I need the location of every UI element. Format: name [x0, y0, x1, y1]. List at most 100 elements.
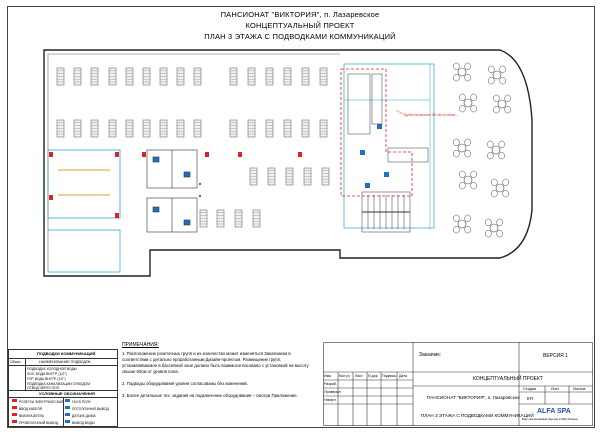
round-table	[487, 140, 505, 160]
lounger	[229, 67, 238, 86]
utility-zone	[343, 63, 435, 229]
title-block-grid	[323, 342, 593, 426]
lounger	[303, 167, 312, 186]
row-label: Проверил	[324, 390, 341, 394]
sheet-frame	[7, 6, 595, 428]
title-block: Заказчик: ВЕРСИЯ 1 КОНЦЕПТУАЛЬНЫЙ ПРОЕКТ…	[323, 342, 593, 426]
drawing-title-line3: ПЛАН 3 ЭТАЖА С ПОДВОДКАМИ КОММУНИКАЦИЙ	[204, 32, 396, 41]
round-table	[491, 178, 509, 198]
round-table	[485, 218, 503, 238]
col-header: Дата	[399, 374, 407, 378]
col-header: Подпись	[382, 374, 397, 378]
round-table	[453, 214, 471, 234]
legend-row: ПОДВОДКА КАНАЛИЗАЦИИ ОТВОДОМ	[27, 382, 90, 386]
client-label: Заказчик:	[419, 352, 441, 358]
floor-plan: Трубы на высоте 60 см от пола…	[43, 49, 533, 277]
legend-row: ПОДВОДКА ХОЛОДНОЙ ВОДЫ	[27, 367, 77, 371]
legend-conv-item: ВЫКЛЮЧАТЕЛЬ	[19, 414, 45, 418]
version-label: ВЕРСИЯ 1	[543, 353, 568, 359]
lounger	[283, 67, 292, 86]
lounger	[301, 67, 310, 86]
legend-conv-item: ГАЗ В ПОЛУ	[72, 400, 91, 404]
lounger	[249, 167, 258, 186]
legend-col-name: НАИМЕНОВАНИЕ ПОДВОДОК	[39, 360, 91, 364]
callout-note: Трубы на высоте 60 см от пола…	[403, 113, 459, 117]
round-table	[453, 62, 471, 82]
note-item: 3. Более детальные тех. задания на подкл…	[122, 393, 298, 398]
row-label: Разраб.	[324, 382, 337, 386]
legend-symbols-right	[65, 399, 70, 423]
legend-row: ОТВОД ЧЕРЕЗ ПОЛ	[27, 386, 59, 390]
lounger	[265, 119, 274, 138]
wet-zone-boundary	[340, 68, 413, 197]
lounger	[265, 67, 274, 86]
stage-header: Листов	[573, 387, 586, 391]
lounger	[159, 119, 168, 138]
lounger	[229, 119, 238, 138]
col-header: Лист	[355, 374, 363, 378]
legend-row: ХОЛ. ВОДА ВНУТР. (1/2")	[27, 372, 67, 376]
round-table	[459, 170, 477, 190]
lounger	[193, 67, 202, 86]
lounger	[90, 67, 99, 86]
lounger	[321, 167, 330, 186]
legend-conv-item: ПРОВОЛОЧНЫЙ ВЫВОД	[19, 421, 59, 425]
legend-row: ГОР. ВОДА ВНУТР. (1/2")	[27, 377, 66, 381]
lounger	[247, 67, 256, 86]
legend-conv-item: ДАТЧИК ДЫМА	[72, 414, 96, 418]
note-item: 1. Расположение розеточных групп и их ко…	[122, 351, 309, 374]
round-table	[493, 94, 511, 114]
notes-block: ПРИМЕЧАНИЯ: 1. Расположение розеточных г…	[122, 342, 310, 405]
staircase	[361, 191, 411, 233]
legend-conv-item: ПОТОЛОЧНЫЙ ВЫВОД	[72, 407, 109, 411]
stage-header: Стадия	[523, 387, 536, 391]
lounger	[159, 67, 168, 86]
lounger	[142, 119, 151, 138]
lounger	[247, 119, 256, 138]
lounger	[267, 167, 276, 186]
lounger	[252, 209, 261, 228]
toilet-blocks	[146, 149, 198, 233]
round-table	[459, 93, 477, 113]
row-label: Начерт.	[324, 398, 337, 402]
drawing-title-line2: КОНЦЕПТУАЛЬНЫЙ ПРОЕКТ	[245, 21, 355, 30]
lounger	[234, 209, 243, 228]
lounger	[216, 209, 225, 228]
lounger	[176, 67, 185, 86]
building-outline	[43, 49, 533, 277]
lounger	[199, 209, 208, 228]
legend-conv-title: УСЛОВНЫЕ ОБОЗНАЧЕНИЯ	[39, 391, 95, 396]
note-item: 2. Подводы оборудования уровня согласова…	[122, 381, 248, 386]
round-table	[453, 138, 471, 158]
logo-subtitle: Ваш эксклюзивный партнёр в SPA-бизнесе	[522, 417, 579, 421]
pool-zone-left	[47, 149, 121, 219]
drawing-title-line1: ПАНСИОНАТ "ВИКТОРИЯ", п. Лазаревское	[220, 10, 380, 19]
legend-symbols	[12, 399, 17, 423]
lounger	[176, 119, 185, 138]
lounger	[56, 67, 65, 86]
lounger	[73, 67, 82, 86]
lounger	[56, 119, 65, 138]
legend-conv-item: ВВОД КАБЕЛЯ	[19, 407, 42, 411]
sheet-title: ПЛАН 3 ЭТАЖА С ПОДВОДКАМИ КОММУНИКАЦИЙ	[421, 413, 534, 418]
project-name: ПАНСИОНАТ "ВИКТОРИЯ", п. Лазаревское	[427, 395, 520, 400]
lounger	[108, 67, 117, 86]
round-tables	[453, 62, 511, 238]
lounger	[283, 119, 292, 138]
lounger	[90, 119, 99, 138]
lounger	[285, 167, 294, 186]
lounger	[125, 67, 134, 86]
lounger	[193, 119, 202, 138]
lounger	[142, 67, 151, 86]
alfa-spa-logo: ALFA SPA	[537, 408, 571, 415]
notes-title: ПРИМЕЧАНИЯ:	[122, 342, 159, 348]
loungers	[56, 67, 330, 228]
lounger	[108, 119, 117, 138]
project-type: КОНЦЕПТУАЛЬНЫЙ ПРОЕКТ	[473, 376, 543, 382]
legend-conv-item: ВЫВОД ВОДЫ	[72, 421, 95, 425]
stage-value: КП	[527, 396, 533, 401]
round-table	[488, 65, 506, 85]
lounger	[73, 119, 82, 138]
lounger	[319, 67, 328, 86]
legend-col-sym: Обозн.	[10, 360, 22, 364]
